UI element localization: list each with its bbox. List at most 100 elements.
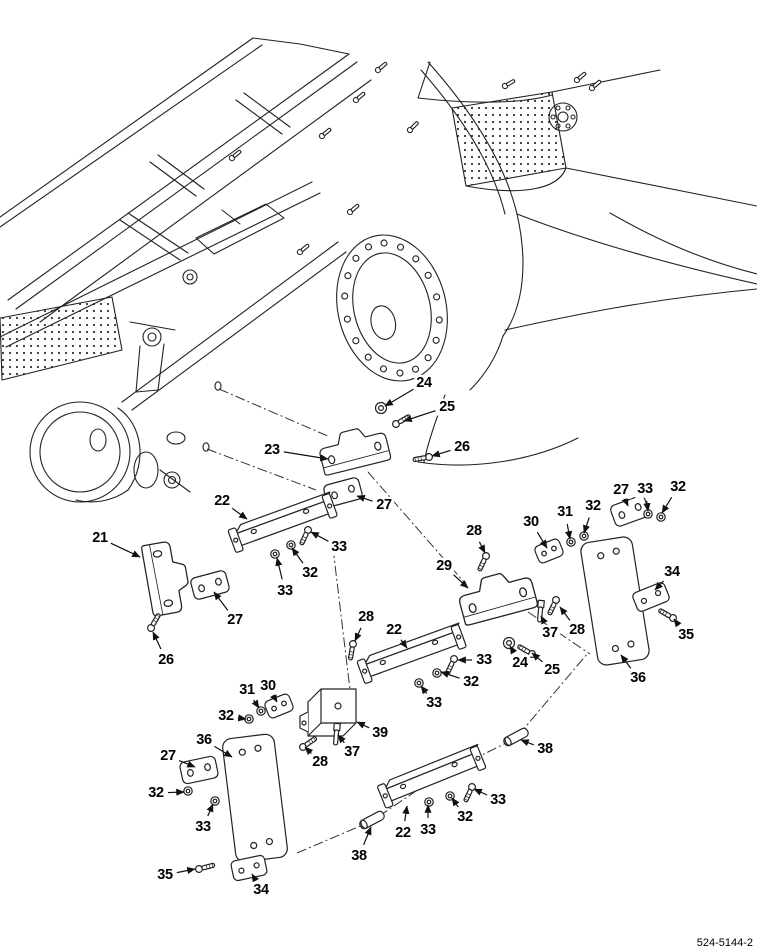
- leader-line-27: [178, 759, 196, 768]
- callout-26: 26: [452, 438, 472, 456]
- callout-32: 32: [461, 673, 481, 691]
- figure-number: 524-5144-2: [696, 937, 753, 949]
- callout-32: 32: [300, 564, 320, 582]
- callout-28: 28: [567, 621, 587, 639]
- callout-28: 28: [464, 522, 484, 540]
- callout-27: 27: [611, 481, 631, 499]
- callout-26: 26: [156, 651, 176, 669]
- leader-line-28: [354, 627, 362, 642]
- leader-line-32: [440, 671, 460, 679]
- callout-33: 33: [474, 651, 494, 669]
- leader-line-24: [509, 645, 518, 655]
- callout-33: 33: [193, 818, 213, 836]
- callout-37: 37: [540, 624, 560, 642]
- callout-32: 32: [455, 808, 475, 826]
- leader-line-30: [536, 531, 548, 549]
- leader-line-23: [283, 451, 329, 462]
- leader-line-37: [540, 615, 548, 625]
- leader-line-25: [403, 410, 436, 423]
- callout-22: 22: [384, 621, 404, 639]
- callout-36: 36: [628, 669, 648, 687]
- leader-line-32: [583, 517, 590, 534]
- callout-30: 30: [521, 513, 541, 531]
- leader-line-33: [420, 685, 429, 695]
- leader-line-32: [291, 547, 304, 564]
- leader-line-27: [213, 591, 229, 611]
- callout-37: 37: [342, 743, 362, 761]
- callout-33: 33: [488, 791, 508, 809]
- leader-line-32: [661, 496, 673, 514]
- leader-line-33: [206, 803, 214, 817]
- leader-line-34: [251, 873, 259, 883]
- leader-line-28: [304, 746, 314, 756]
- leader-line-30: [270, 693, 278, 703]
- callout-33: 33: [418, 821, 438, 839]
- callout-33: 33: [635, 480, 655, 498]
- leader-line-25: [531, 652, 544, 663]
- leader-line-34: [654, 580, 665, 591]
- leader-line-33: [473, 788, 488, 796]
- leader-line-36: [213, 745, 233, 758]
- leader-line-22: [399, 639, 408, 649]
- leader-line-39: [356, 721, 370, 729]
- leader-line-38: [520, 739, 534, 747]
- callout-30: 30: [258, 677, 278, 695]
- callout-25: 25: [542, 661, 562, 679]
- callout-32: 32: [583, 497, 603, 515]
- callout-38: 38: [535, 740, 555, 758]
- leader-line-28: [478, 541, 486, 554]
- leader-line-26: [431, 449, 451, 458]
- leader-line-22: [402, 805, 410, 822]
- leader-line-27: [621, 497, 629, 507]
- leader-line-24: [384, 388, 414, 407]
- leader-line-35: [673, 618, 682, 628]
- leader-line-33: [643, 500, 651, 512]
- callout-39: 39: [370, 724, 390, 742]
- leader-line-35: [176, 866, 196, 875]
- leader-line-32: [451, 797, 460, 808]
- callout-23: 23: [262, 441, 282, 459]
- callout-34: 34: [251, 881, 271, 899]
- callout-25: 25: [437, 398, 457, 416]
- leader-line-26: [152, 631, 162, 650]
- leader-line-21: [110, 542, 141, 558]
- callout-38: 38: [349, 847, 369, 865]
- callout-35: 35: [676, 626, 696, 644]
- callout-24: 24: [510, 654, 530, 672]
- callout-34: 34: [662, 563, 682, 581]
- leader-line-33: [310, 531, 329, 542]
- callout-27: 27: [374, 496, 394, 514]
- leader-line-28: [559, 606, 571, 621]
- leader-line-32: [167, 788, 185, 796]
- callout-32: 32: [146, 784, 166, 802]
- callout-33: 33: [275, 582, 295, 600]
- leader-line-27: [356, 495, 373, 502]
- leader-line-31: [565, 523, 573, 540]
- leader-line-22: [231, 507, 248, 520]
- callout-28: 28: [356, 608, 376, 626]
- callout-27: 27: [158, 747, 178, 765]
- callout-29: 29: [434, 557, 454, 575]
- callout-32: 32: [668, 478, 688, 496]
- callout-27: 27: [225, 611, 245, 629]
- callout-33: 33: [424, 694, 444, 712]
- callout-35: 35: [155, 866, 175, 884]
- leader-line-32: [237, 714, 247, 722]
- callout-31: 31: [555, 503, 575, 521]
- callout-22: 22: [212, 492, 232, 510]
- callout-28: 28: [310, 753, 330, 771]
- leader-line-33: [275, 557, 283, 580]
- leader-line-36: [620, 654, 632, 669]
- callout-32: 32: [216, 707, 236, 725]
- callout-31: 31: [237, 681, 257, 699]
- callout-36: 36: [194, 731, 214, 749]
- leader-line-38: [363, 826, 372, 846]
- leader-line-31: [251, 699, 260, 709]
- callout-22: 22: [393, 824, 413, 842]
- leader-line-37: [337, 734, 346, 744]
- callout-21: 21: [90, 529, 110, 547]
- callout-33: 33: [329, 538, 349, 556]
